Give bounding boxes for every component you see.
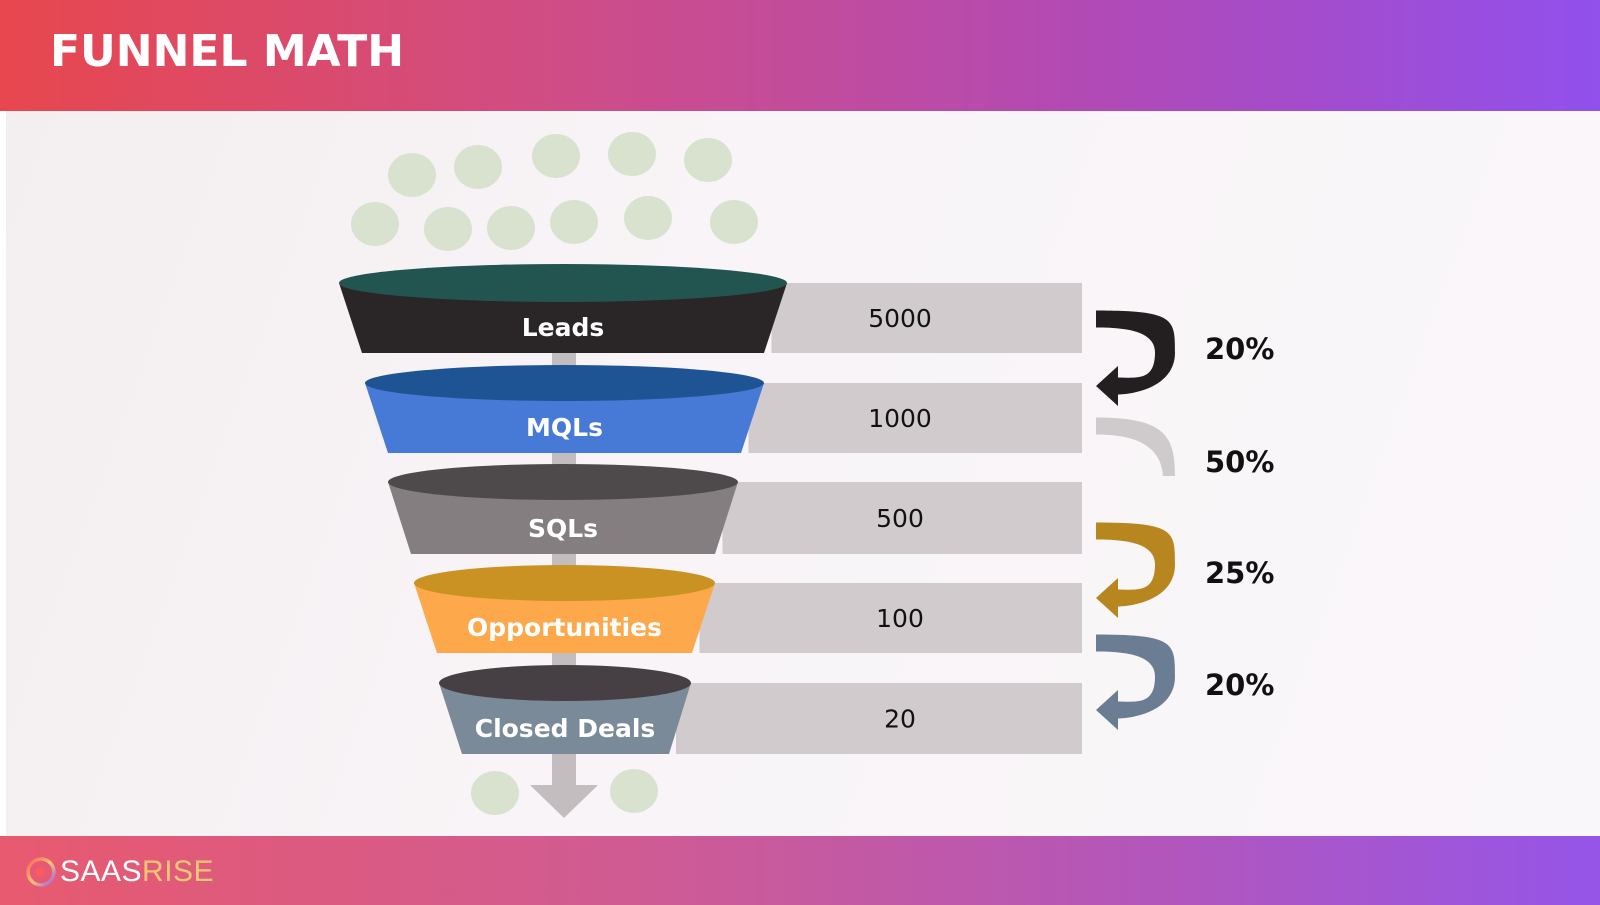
- saasrise-logo: SAASRISE: [26, 855, 214, 889]
- header-bar: FUNNEL MATH: [0, 0, 1600, 111]
- funnel-stage: MQLs: [365, 365, 764, 453]
- value-bar: [722, 482, 1082, 554]
- stage-value: 100: [876, 604, 924, 633]
- stage-value: 1000: [868, 404, 932, 433]
- lead-dot: [710, 200, 758, 244]
- conversion-percent: 20%: [1205, 668, 1274, 702]
- stem-arrowhead: [530, 785, 598, 818]
- closed-deal-dot: [471, 771, 519, 815]
- lead-dot: [351, 202, 399, 246]
- arrow-band: [1096, 522, 1175, 607]
- value-bar: [748, 383, 1082, 453]
- left-edge-strip: [0, 111, 6, 836]
- funnel-stage-body: [439, 683, 691, 754]
- logo-text-saas: SAAS: [60, 855, 143, 888]
- funnel-stage-rim: [365, 365, 764, 401]
- conversion-arrow: 20%: [1096, 310, 1274, 406]
- funnel-stage-rim: [339, 264, 787, 302]
- arrow-band: [1096, 417, 1175, 476]
- value-bar: [676, 683, 1082, 754]
- conversion-arrow: 20%: [1096, 634, 1274, 730]
- arrowhead-icon: [1096, 366, 1118, 406]
- funnel-stage-rim: [414, 565, 715, 601]
- lead-dot: [487, 206, 535, 250]
- arrowhead-icon: [1096, 690, 1118, 730]
- conversion-arrows: 20% 50% 25% 20%: [1096, 310, 1274, 730]
- funnel-stage: Closed Deals: [439, 665, 691, 754]
- lead-dot: [424, 207, 472, 251]
- funnel-stage-label: SQLs: [528, 514, 598, 543]
- funnel-stage-body: [339, 283, 787, 353]
- funnel-stage-label: Closed Deals: [475, 714, 656, 743]
- lead-dot: [388, 153, 436, 197]
- funnel-stage-body: [414, 583, 715, 653]
- logo-text-rise: RISE: [142, 855, 215, 888]
- funnel-stage-rim: [439, 665, 691, 701]
- funnel-stage: Opportunities: [414, 565, 715, 653]
- stage-value: 5000: [868, 304, 932, 333]
- arrow-band: [1096, 634, 1175, 719]
- value-bar: [771, 283, 1082, 353]
- funnel-stage: Leads: [339, 264, 787, 353]
- lead-dot: [532, 134, 580, 178]
- funnel-stage: SQLs: [388, 464, 738, 554]
- funnel-stage-label: Leads: [522, 313, 605, 342]
- closed-deal-dot: [610, 769, 658, 813]
- page-title: FUNNEL MATH: [50, 26, 405, 77]
- stage-value: 20: [884, 705, 916, 734]
- saasrise-logo-text: SAASRISE: [60, 857, 214, 887]
- footer-bar: [0, 836, 1600, 905]
- funnel-stage-rim: [388, 464, 738, 500]
- lead-dot: [684, 138, 732, 182]
- lead-dot: [454, 145, 502, 189]
- conversion-percent: 25%: [1205, 556, 1274, 590]
- stage-value: 500: [876, 504, 924, 533]
- lead-dot: [550, 200, 598, 244]
- funnel-stage-label: Opportunities: [467, 613, 662, 642]
- lead-dot: [624, 196, 672, 240]
- lead-dot: [608, 132, 656, 176]
- funnel-stage-label: MQLs: [526, 413, 603, 442]
- arrow-band: [1096, 310, 1175, 395]
- value-bars: 5000 1000 500 100 20: [676, 283, 1082, 754]
- arrowhead-icon: [1096, 578, 1118, 618]
- saasrise-logo-icon: [26, 857, 56, 887]
- value-bar: [699, 583, 1082, 653]
- output-dots: [471, 769, 658, 815]
- funnel-stage-body: [388, 482, 738, 554]
- conversion-percent: 20%: [1205, 332, 1274, 366]
- conversion-arrow: 25%: [1096, 522, 1274, 618]
- conversion-percent: 50%: [1205, 445, 1274, 479]
- funnel-stage-body: [365, 383, 764, 453]
- lead-dots: [351, 132, 758, 251]
- conversion-arrow: 50%: [1096, 417, 1274, 479]
